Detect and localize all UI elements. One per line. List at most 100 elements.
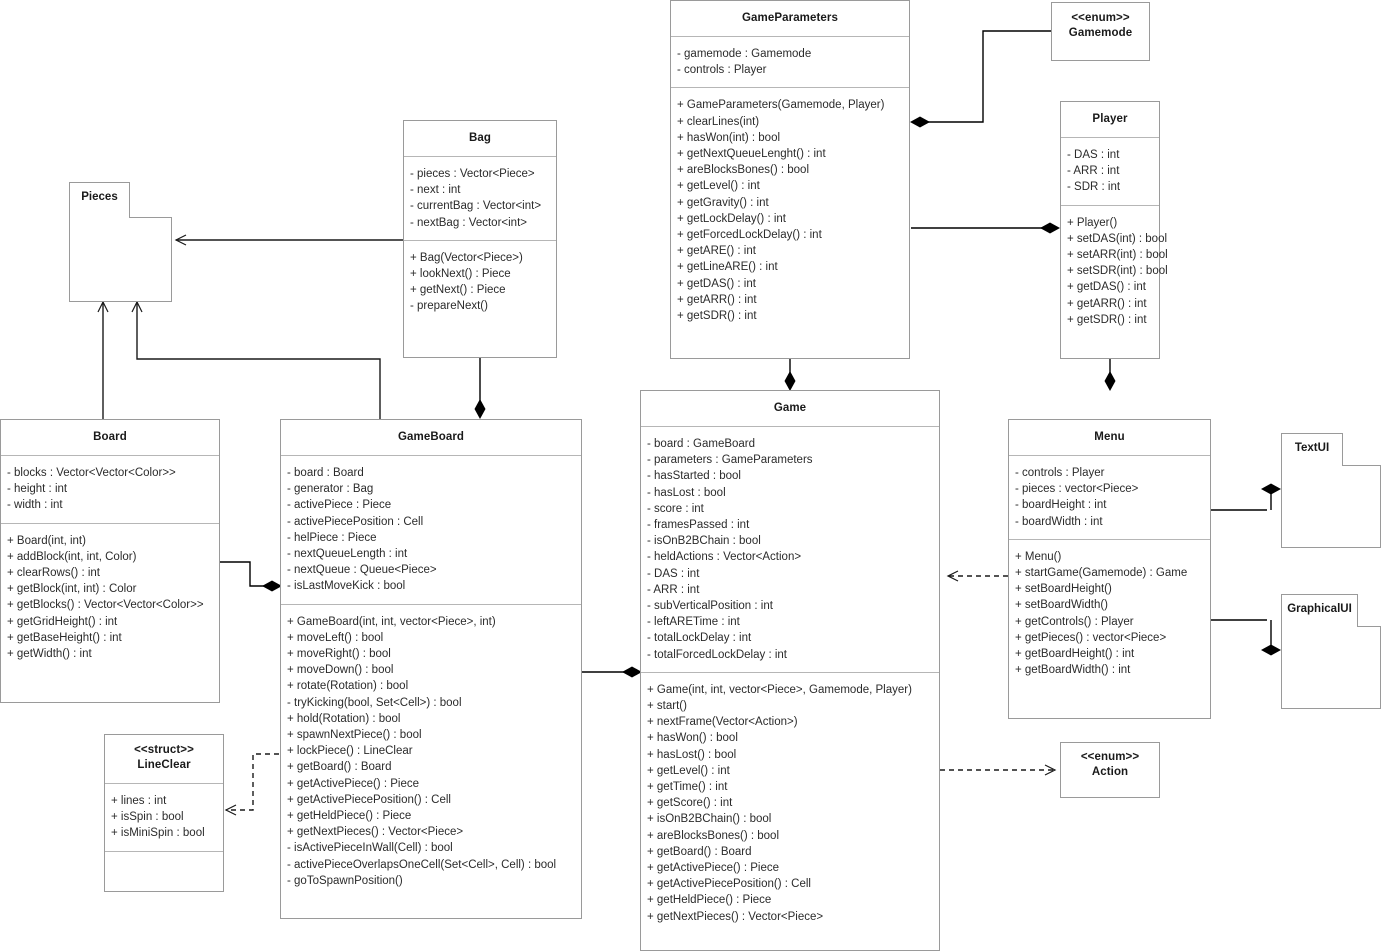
method: + getDAS() : int — [1067, 281, 1146, 294]
link-gameparameters-gamemode — [910, 30, 1051, 128]
stereotype-label: <<enum>> — [1080, 751, 1140, 763]
attribute: - currentBag : Vector<int> — [410, 200, 542, 213]
class-title-gameboard: GameBoard — [397, 431, 465, 443]
methods-bag: + Bag(Vector<Piece>) + lookNext() : Piec… — [404, 239, 556, 324]
attribute: - next : int — [410, 184, 461, 197]
attributes-gameparameters: - gamemode : Gamemode - controls : Playe… — [671, 36, 909, 87]
package-tab-textui: TextUI — [1281, 433, 1343, 466]
class-name-label: Gamemode — [1068, 27, 1133, 39]
attribute: - boardWidth : int — [1015, 515, 1103, 528]
method: + setBoardHeight() — [1015, 583, 1112, 596]
class-box-board[interactable]: Board - blocks : Vector<Vector<Color>> -… — [0, 419, 220, 703]
method: + getActivePiecePosition() : Cell — [647, 878, 811, 891]
method: + getHeldPiece() : Piece — [647, 894, 772, 907]
link-menu-textui — [1211, 483, 1281, 511]
package-body-textui — [1281, 465, 1381, 548]
attribute: - DAS : int — [1067, 149, 1120, 161]
package-body-pieces — [69, 217, 172, 302]
link-gameboard-game — [582, 666, 642, 678]
method: + getLockDelay() : int — [677, 212, 786, 225]
class-box-menu[interactable]: Menu - controls : Player - pieces : vect… — [1008, 419, 1211, 719]
method: - activePieceOverlapsOneCell(Set<Cell>, … — [287, 858, 557, 871]
attribute: - blocks : Vector<Vector<Color>> — [7, 467, 176, 479]
attribute: - nextQueueLength : int — [287, 548, 408, 561]
package-box-pieces[interactable]: Pieces — [69, 182, 172, 302]
attribute: - isLastMoveKick : bool — [287, 580, 406, 593]
class-box-player[interactable]: Player - DAS : int - ARR : int - SDR : i… — [1060, 101, 1168, 359]
attributes-board: - blocks : Vector<Vector<Color>> - heigh… — [1, 455, 219, 523]
method: + setDAS(int) : bool — [1067, 232, 1168, 245]
method: + Game(int, int, vector<Piece>, Gamemode… — [647, 683, 912, 696]
method: + getBlock(int, int) : Color — [7, 583, 137, 596]
class-box-game[interactable]: Game - board : GameBoard - parameters : … — [640, 390, 940, 951]
method: + start() — [647, 700, 687, 713]
method: + getWidth() : int — [7, 648, 92, 661]
method: + getBoardHeight() : int — [1015, 648, 1135, 661]
method: + setBoardWidth() — [1015, 599, 1108, 612]
method: + hasWon() : bool — [647, 732, 738, 745]
method: - goToSpawnPosition() — [287, 874, 403, 887]
package-box-textui[interactable]: TextUI — [1281, 433, 1381, 548]
method: + Player() — [1067, 216, 1118, 229]
method: + getActivePiecePosition() : Cell — [287, 793, 451, 806]
package-body-graphicalui — [1281, 626, 1381, 709]
link-board-gameboard — [220, 561, 282, 592]
link-gameparameters-player — [911, 222, 1060, 234]
package-tab-graphicalui: GraphicalUI — [1281, 594, 1358, 627]
method: + clearRows() : int — [7, 567, 100, 580]
attribute: - SDR : int — [1067, 181, 1121, 194]
class-title-game: Game — [773, 402, 807, 414]
attribute: - totalLockDelay : int — [647, 632, 752, 645]
method: + getBoardWidth() : int — [1015, 664, 1131, 677]
attribute: - height : int — [7, 483, 68, 496]
link-gameboard-lineclear — [224, 753, 279, 816]
method: + getActivePiece() : Piece — [647, 862, 779, 875]
class-name-label: Action — [1091, 766, 1129, 778]
method: + addBlock(int, int, Color) — [7, 550, 137, 563]
attribute: - controls : Player — [677, 64, 767, 77]
method: + lockPiece() : LineClear — [287, 745, 413, 758]
class-title-menu: Menu — [1094, 431, 1125, 443]
attribute: - boardHeight : int — [1015, 499, 1107, 512]
attribute: - hasLost : bool — [647, 486, 726, 499]
class-box-gamemode[interactable]: <<enum>> Gamemode — [1051, 2, 1150, 61]
class-box-gameparameters[interactable]: GameParameters - gamemode : Gamemode - c… — [670, 0, 910, 359]
attribute: - controls : Player — [1015, 467, 1105, 479]
attribute: - heldActions : Vector<Action> — [647, 551, 802, 564]
method: + getLevel() : int — [677, 180, 760, 193]
attribute: + lines : int — [111, 795, 167, 807]
link-player-menu — [1104, 358, 1116, 391]
class-box-action[interactable]: <<enum>> Action — [1060, 742, 1160, 798]
attribute: - helPiece : Piece — [287, 531, 377, 544]
class-box-lineclear[interactable]: <<struct>> LineClear + lines : int + isS… — [104, 734, 224, 892]
link-menu-graphicalui — [1211, 619, 1281, 656]
package-box-graphicalui[interactable]: GraphicalUI — [1281, 594, 1381, 709]
link-gameparameters-game — [784, 358, 796, 391]
attribute: - board : Board — [287, 467, 364, 479]
method: + nextFrame(Vector<Action>) — [647, 716, 798, 729]
attributes-player: - DAS : int - ARR : int - SDR : int — [1061, 137, 1159, 205]
attribute: - subVerticalPosition : int — [647, 600, 773, 613]
attribute: - pieces : Vector<Piece> — [410, 168, 535, 180]
method: + areBlocksBones() : bool — [677, 164, 809, 177]
class-title-gamemode: <<enum>> Gamemode — [1052, 3, 1149, 51]
class-box-bag[interactable]: Bag - pieces : Vector<Piece> - next : in… — [403, 120, 557, 358]
class-box-gameboard[interactable]: GameBoard - board : Board - generator : … — [280, 419, 582, 919]
class-title-board: Board — [93, 431, 127, 443]
attribute: - totalForcedLockDelay : int — [647, 648, 787, 661]
attribute: - ARR : int — [647, 583, 700, 596]
method: + getSDR() : int — [677, 310, 757, 323]
attributes-menu: - controls : Player - pieces : vector<Pi… — [1009, 455, 1210, 539]
attributes-lineclear: + lines : int + isSpin : bool + isMiniSp… — [105, 783, 223, 851]
method: + GameParameters(Gamemode, Player) — [677, 99, 885, 112]
method: + lookNext() : Piece — [410, 268, 511, 281]
method: - tryKicking(bool, Set<Cell>) : bool — [287, 696, 462, 709]
methods-gameparameters: + GameParameters(Gamemode, Player) + cle… — [671, 87, 909, 333]
class-title-player: Player — [1092, 113, 1128, 125]
stereotype-label: <<struct>> — [134, 744, 194, 756]
method: + getPieces() : vector<Piece> — [1015, 631, 1167, 644]
method: + getGravity() : int — [677, 196, 769, 209]
attributes-game: - board : GameBoard - parameters : GameP… — [641, 426, 939, 672]
method: + Menu() — [1015, 550, 1062, 563]
